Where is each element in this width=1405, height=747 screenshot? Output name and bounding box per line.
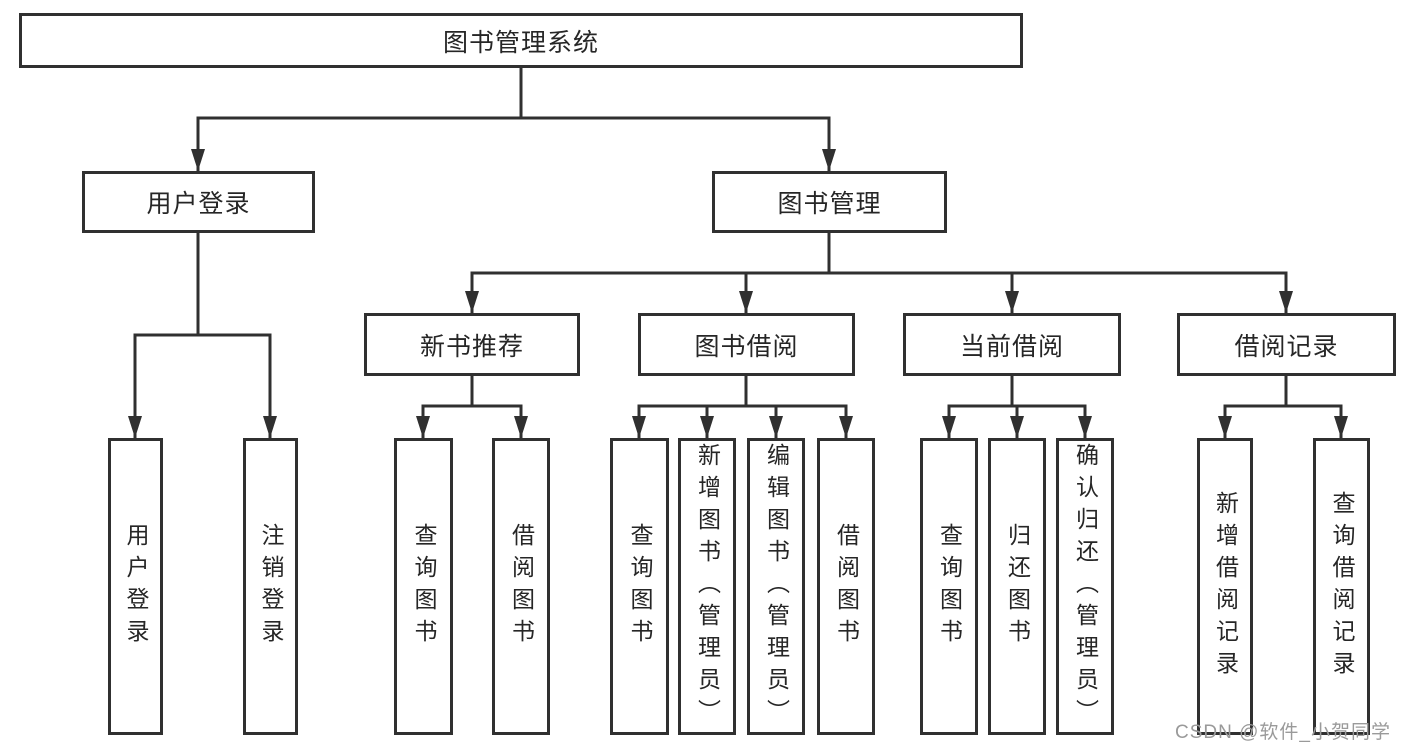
branch-book-management (470, 233, 1288, 275)
node-borrow-records: 借阅记录 (1177, 313, 1396, 376)
leaf-query-borrow-record: 查询借阅记录 (1313, 438, 1370, 735)
node-current-borrow: 当前借阅 (903, 313, 1121, 376)
branch-current-borrow (947, 376, 1087, 408)
leaf-confirm-return-admin: 确认归还（管理员） (1056, 438, 1114, 735)
node-book-management: 图书管理 (712, 171, 947, 233)
csdn-watermark: CSDN @软件_小贺同学 (1175, 722, 1391, 743)
node-user-login: 用户登录 (82, 171, 315, 233)
branch-borrow-records (1223, 376, 1343, 408)
leaf-add-borrow-record: 新增借阅记录 (1197, 438, 1253, 735)
leaf-user-login: 用户登录 (108, 438, 163, 735)
leaf-edit-books-admin: 编辑图书（管理员） (747, 438, 805, 735)
leaf-borrow-books: 借阅图书 (817, 438, 875, 735)
leaf-borrow-books: 借阅图书 (492, 438, 550, 735)
node-book-borrow: 图书借阅 (638, 313, 855, 376)
leaf-add-books-admin: 新增图书（管理员） (678, 438, 736, 735)
leaf-logout: 注销登录 (243, 438, 298, 735)
leaf-query-books: 查询图书 (920, 438, 978, 735)
node-root-library-system: 图书管理系统 (19, 13, 1023, 68)
leaf-query-books: 查询图书 (610, 438, 669, 735)
leaf-query-books: 查询图书 (394, 438, 453, 735)
branch-book-borrow (637, 376, 848, 408)
leaf-return-books: 归还图书 (988, 438, 1046, 735)
branch-new-book (421, 376, 523, 408)
node-new-book-recommend: 新书推荐 (364, 313, 580, 376)
branch-user-login (133, 233, 272, 337)
branch-root (196, 67, 831, 120)
